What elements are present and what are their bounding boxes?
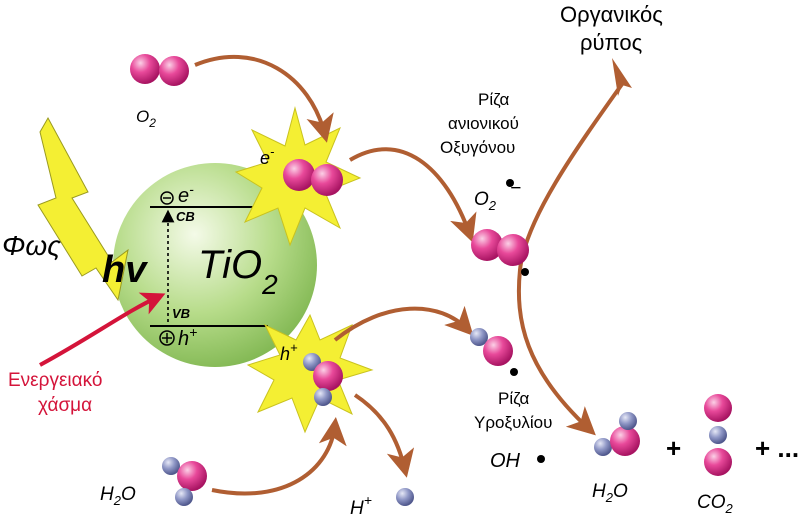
h2o-left-label: H2O: [100, 484, 136, 508]
pollutant-degradation-arrow: [516, 78, 627, 436]
electron-marker: [160, 191, 174, 205]
burst-electron-label: e-: [260, 144, 275, 168]
vb-label: VB: [172, 306, 190, 321]
lightning-bolt-icon: [37, 116, 129, 302]
co2-molecule: [704, 394, 732, 476]
hydroxyl-label-2: Υροξυλίου: [474, 413, 552, 432]
energy-gap-label-1: Ενεργειακό: [8, 370, 102, 391]
o2-to-electron-arrow: [194, 54, 334, 143]
plus-sign-1: +: [666, 433, 681, 463]
energy-gap-label-2: χάσμα: [38, 395, 92, 416]
superoxide-label-3: Οξυγόνου: [440, 138, 515, 157]
superoxide-formation-arrow: [348, 147, 477, 243]
h-plus-release-arrow: [353, 393, 415, 478]
superoxide-label-2: ανιονικού: [448, 114, 519, 133]
pollutant-arrowhead: [612, 58, 632, 96]
oh-radical-dot: [537, 455, 545, 463]
co2-label: CO2: [697, 492, 734, 516]
electron-label: e-: [178, 181, 194, 207]
energy-gap-arrow: [39, 292, 166, 367]
o2-radical-label: O2−: [474, 178, 521, 213]
h2o-molecule-right: [594, 412, 640, 456]
h2o-to-hole-arrow: [211, 417, 347, 496]
hole-label: h+: [178, 324, 197, 350]
hydroxyl-radical-molecule: [470, 328, 518, 376]
hv-label: hv: [102, 249, 148, 291]
cb-label: CB: [176, 209, 195, 224]
hole-burst: [246, 313, 374, 434]
h-plus-label: H+: [350, 492, 372, 519]
h2o-molecule-left: [162, 457, 207, 506]
o2-molecule-left: [130, 54, 189, 86]
hydroxyl-label-1: Ρίζα: [498, 389, 529, 408]
o2-radical-molecule: [471, 229, 529, 276]
organic-pollutant-label-1: Οργανικός: [560, 2, 663, 27]
light-label: Φως: [2, 230, 61, 261]
plus-sign-2: + ...: [755, 433, 799, 463]
organic-pollutant-label-2: ρύπος: [580, 30, 642, 55]
burst-hole-label: h+: [280, 340, 298, 364]
h2o-molecule-burst: [303, 353, 343, 406]
oh-label: OH: [490, 450, 521, 472]
hole-marker: [159, 330, 175, 346]
h2o-right-label: H2O: [592, 481, 628, 505]
o2-left-label: O2: [136, 107, 156, 130]
o2-molecule-burst: [283, 159, 343, 196]
h-plus-ion: [396, 488, 414, 506]
superoxide-label-1: Ρίζα: [478, 90, 509, 109]
hydroxyl-formation-arrow: [333, 305, 474, 342]
o2-radical-dot: [506, 179, 514, 187]
tio2-label: TiO2: [198, 243, 278, 300]
